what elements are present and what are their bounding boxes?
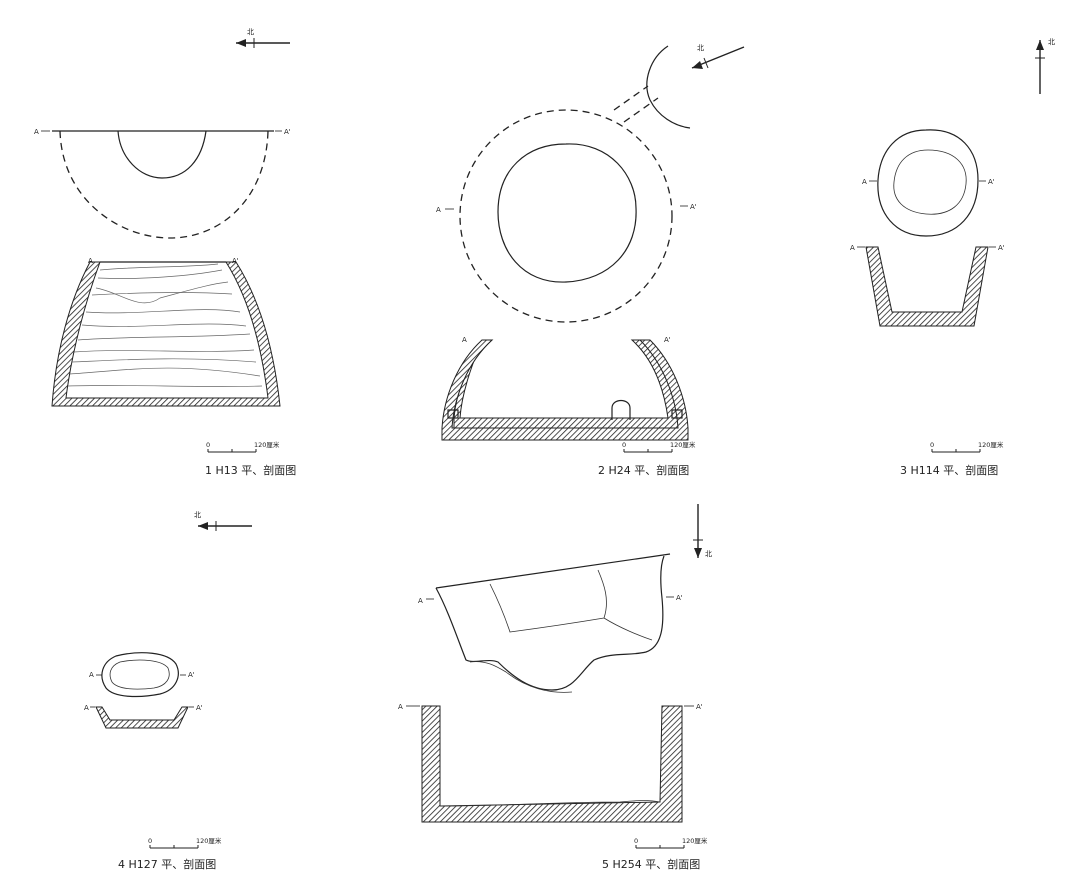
panel-h254: 北 A A' A A' 0 120厘米 [398,504,712,871]
scale-end: 120厘米 [196,836,222,845]
section-label-a: A [462,336,467,344]
section-label-a-prime: A' [998,244,1005,252]
section-label-a: A [850,244,855,252]
section-label-a-prime: A' [232,257,239,265]
north-label: 北 [194,511,201,519]
scale-zero: 0 [930,441,934,449]
section-label-a: A [84,704,89,712]
section-label-a: A [34,128,39,136]
panel-h127: 北 A A' A A' 0 120厘米 4 H127 平、剖面图 [84,511,252,871]
scale-zero: 0 [148,837,152,845]
section-label-a-prime: A' [284,128,291,136]
section-label-a-prime: A' [988,178,995,186]
scale-bar: 0 120厘米 [148,836,222,849]
section-label-a-prime: A' [664,336,671,344]
scale-bar: 0 120厘米 [206,440,280,453]
north-arrow: 北 [693,504,712,558]
north-arrow: 北 [236,28,290,48]
section-view: A A' [850,244,1005,327]
scale-zero: 0 [622,441,626,449]
section-label-a: A [862,178,867,186]
caption-h127: 4 H127 平、剖面图 [118,857,216,871]
plan-view: A A' [862,129,995,237]
section-label-a: A [398,703,403,711]
caption-h114: 3 H114 平、剖面图 [900,463,998,477]
north-arrow: 北 [194,511,252,531]
north-arrow: 北 [1035,38,1055,94]
section-label-a: A [89,671,94,679]
section-label-a: A [88,257,93,265]
caption-h24: 2 H24 平、剖面图 [598,463,689,477]
scale-end: 120厘米 [978,440,1004,449]
section-label-a: A [418,597,423,605]
section-label-a-prime: A' [690,203,697,211]
scale-bar: 0 120厘米 [930,440,1004,453]
section-view: A A' [441,336,689,441]
section-label-a-prime: A' [188,671,195,679]
panel-h24: 北 A A' A A' 0 120厘米 [436,44,745,477]
section-label-a: A [436,206,441,214]
north-label: 北 [247,28,254,36]
north-label: 北 [705,550,712,558]
scale-bar: 0 120厘米 [634,836,708,849]
section-view: A A' [398,703,703,823]
panel-h13: 北 A A' A A' [34,28,296,477]
section-label-a-prime: A' [196,704,203,712]
section-view: A A' [84,704,203,729]
section-label-a-prime: A' [676,594,683,602]
scale-zero: 0 [206,441,210,449]
north-arrow: 北 [691,44,745,69]
plan-view: A A' [436,45,697,323]
north-label: 北 [1048,38,1055,46]
north-label: 北 [697,44,704,52]
caption-h254: 5 H254 平、剖面图 [602,857,700,871]
scale-zero: 0 [634,837,638,845]
scale-end: 120厘米 [670,440,696,449]
scale-end: 120厘米 [254,440,280,449]
section-view: A A' [51,257,281,407]
scale-end: 120厘米 [682,836,708,845]
plan-view: A A' [418,553,683,693]
scale-bar: 0 120厘米 [622,440,696,453]
plan-view: A A' [89,652,195,698]
plan-view: A A' [34,128,291,239]
panel-h114: 北 A A' A A' 0 120厘米 3 H114 平、剖面图 [850,38,1055,477]
caption-h13: 1 H13 平、剖面图 [205,463,296,477]
section-label-a-prime: A' [696,703,703,711]
